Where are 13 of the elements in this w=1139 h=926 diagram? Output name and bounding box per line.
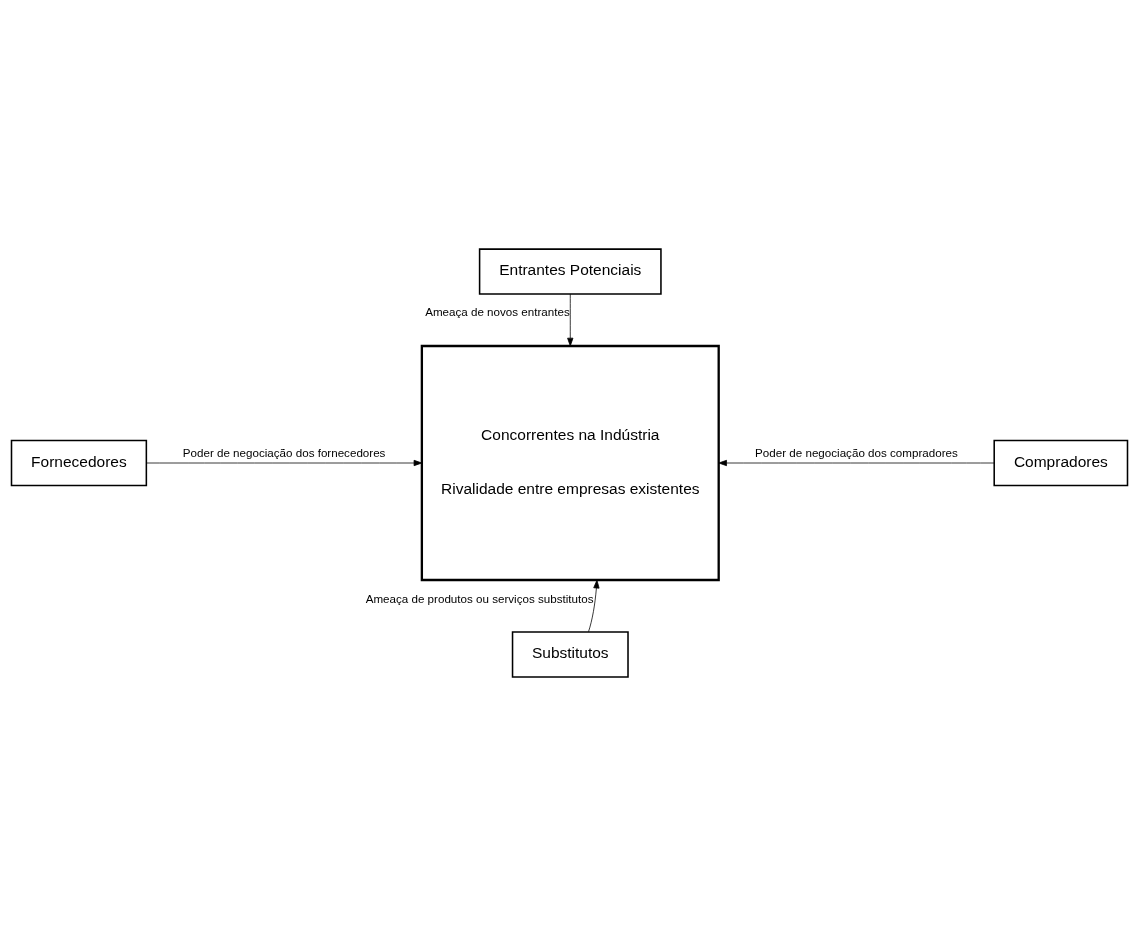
arrow bbox=[146, 459, 423, 467]
arrow bbox=[567, 293, 574, 347]
edge-label: Ameaça de produtos ou serviços substitutos bbox=[365, 591, 594, 605]
node-box: Entrantes Potenciais bbox=[478, 248, 662, 295]
node-box: Substitutos bbox=[511, 631, 629, 678]
node-box: Fornecedores bbox=[10, 439, 148, 487]
arrow bbox=[718, 459, 995, 467]
node-box: Compradores bbox=[993, 439, 1129, 487]
edge-label: Poder de negociação dos compradores bbox=[755, 445, 958, 459]
node-box: Concorrentes na Indústria Rivalidade entre empresas existentes bbox=[420, 344, 720, 582]
edge-label: Ameaça de novos entrantes bbox=[425, 305, 570, 319]
edge-label: Poder de negociação dos fornecedores bbox=[182, 445, 386, 459]
arrow bbox=[588, 579, 600, 633]
